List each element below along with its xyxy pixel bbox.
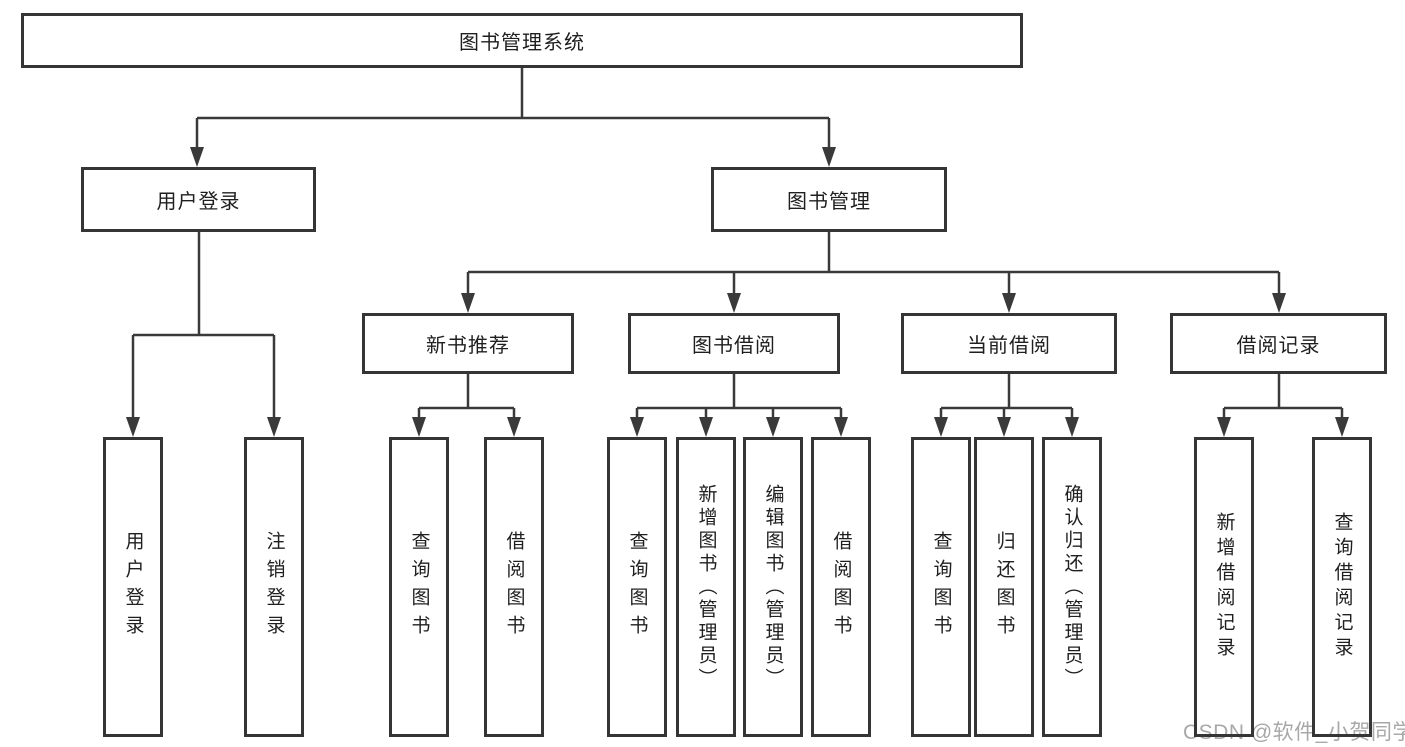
- node-label: 用户登录: [156, 191, 241, 213]
- node-new-book-recommend: 新书推荐: [362, 313, 574, 374]
- leaf-edit-books-admin: 编辑图书（管理员）: [743, 437, 803, 737]
- leaf-query-books-current: 查询图书: [911, 437, 971, 737]
- leaf-add-books-admin: 新增图书（管理员）: [676, 437, 736, 737]
- node-user-login: 用户登录: [81, 167, 316, 232]
- leaf-query-books-recommend: 查询图书: [389, 437, 449, 737]
- leaf-label: 编辑图书（管理员）: [762, 483, 784, 691]
- node-label: 借阅记录: [1236, 335, 1321, 357]
- leaf-label: 确认归还（管理员）: [1061, 483, 1083, 691]
- leaf-label: 借阅图书: [830, 531, 852, 643]
- leaf-label: 借阅图书: [503, 531, 525, 643]
- node-label: 图书管理: [787, 191, 871, 213]
- node-borrow-records: 借阅记录: [1170, 313, 1387, 374]
- leaf-label: 查询图书: [408, 531, 430, 643]
- leaf-confirm-return-admin: 确认归还（管理员）: [1042, 437, 1102, 737]
- node-library-system: 图书管理系统: [21, 13, 1023, 68]
- node-label: 当前借阅: [967, 335, 1051, 357]
- leaf-logout: 注销登录: [244, 437, 304, 737]
- arrowhead-icons: [126, 147, 1349, 437]
- node-label: 图书借阅: [692, 335, 776, 357]
- leaf-user-login: 用户登录: [103, 437, 163, 737]
- leaf-label: 注销登录: [263, 531, 285, 643]
- leaf-borrow-books: 借阅图书: [811, 437, 871, 737]
- node-label: 新书推荐: [426, 335, 510, 357]
- leaf-label: 新增图书（管理员）: [695, 483, 717, 691]
- leaf-label: 查询图书: [626, 531, 648, 643]
- leaf-query-borrow-record: 查询借阅记录: [1312, 437, 1372, 737]
- leaf-label: 用户登录: [122, 531, 144, 643]
- node-label: 图书管理系统: [459, 32, 585, 54]
- leaf-label: 查询借阅记录: [1331, 512, 1353, 662]
- leaf-return-books: 归还图书: [974, 437, 1034, 737]
- leaf-label: 归还图书: [993, 531, 1015, 643]
- leaf-label: 新增借阅记录: [1213, 512, 1235, 662]
- leaf-borrow-books-recommend: 借阅图书: [484, 437, 544, 737]
- leaf-query-books-borrow: 查询图书: [607, 437, 667, 737]
- leaf-add-borrow-record: 新增借阅记录: [1194, 437, 1254, 737]
- leaf-label: 查询图书: [930, 531, 952, 643]
- node-book-management: 图书管理: [711, 167, 947, 232]
- csdn-watermark: CSDN @软件_小贺同学: [1183, 721, 1405, 744]
- node-book-borrow: 图书借阅: [628, 313, 840, 374]
- node-current-borrow: 当前借阅: [901, 313, 1117, 374]
